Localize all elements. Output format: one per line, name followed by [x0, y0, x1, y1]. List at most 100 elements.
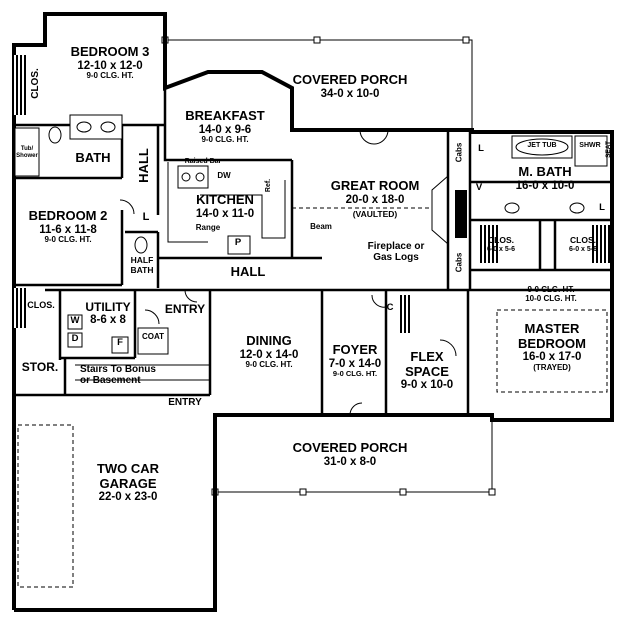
- linen-hall-label: L: [142, 211, 150, 223]
- master-line1: MASTER: [524, 321, 580, 336]
- fireplace-line2: Gas Logs: [373, 252, 419, 264]
- coat-closet-c-label: C: [386, 302, 394, 313]
- linen-mbath-l2-label: L: [599, 202, 605, 213]
- bedroom2-dims: 11-6 x 11-8: [39, 223, 97, 236]
- master-clg-label: 9-0 CLG. HT. 10-0 CLG. HT.: [495, 285, 607, 304]
- dining-label: DINING 12-0 x 14-0 9-0 CLG. HT.: [222, 333, 316, 370]
- utility-name: UTILITY: [85, 300, 131, 314]
- jet-tub-label: JET TUB: [527, 142, 557, 149]
- kitchen-dims: 14-0 x 11-0: [195, 207, 255, 220]
- master-label: MASTER BEDROOM 16-0 x 17-0 (TRAYED): [497, 321, 607, 373]
- great-room-name: GREAT ROOM: [330, 178, 420, 193]
- great-room-note: (VAULTED): [352, 209, 398, 220]
- breakfast-dims: 14-0 x 9-6: [198, 123, 252, 136]
- half-bath-line1: HALF: [130, 255, 154, 265]
- m-bath-name: M. BATH: [518, 164, 572, 179]
- half-bath-line2: BATH: [130, 264, 154, 275]
- clos-m2-label: CLOS. 6-0 x 5-6: [558, 235, 608, 253]
- stairs-label: Stairs To Bonus or Basement: [80, 364, 200, 386]
- dining-clg: 9-0 CLG. HT.: [245, 360, 293, 370]
- exterior-walls: [12, 12, 614, 612]
- seat-label: SEAT: [604, 141, 612, 158]
- flex-dims: 9-0 x 10-0: [400, 379, 454, 392]
- clos-m2-a: CLOS.: [570, 235, 596, 245]
- coat-label: COAT: [141, 332, 165, 341]
- bath-label: BATH: [68, 150, 118, 166]
- great-room-label: GREAT ROOM 20-0 x 18-0 (VAULTED): [310, 178, 440, 220]
- clos-bed3-label: CLOS.: [29, 68, 41, 99]
- clos-m1-a: CLOS.: [488, 235, 514, 245]
- fireplace-line1: Fireplace or: [367, 241, 425, 252]
- pantry-label: P: [234, 237, 242, 248]
- garage-label: TWO CAR GARAGE 22-0 x 23-0: [78, 461, 178, 504]
- hall-main-label: HALL: [230, 264, 266, 279]
- half-bath-label: HALF BATH: [126, 255, 158, 275]
- rear-porch-label: COVERED PORCH 34-0 x 10-0: [290, 72, 410, 100]
- clos-m1-label: CLOS. 6-0 x 5-6: [476, 235, 526, 253]
- clos-m1-b: 6-0 x 5-6: [486, 245, 516, 253]
- entry-bottom-label: ENTRY: [168, 397, 202, 408]
- stor-name: STOR.: [21, 360, 59, 374]
- clos-m2-b: 6-0 x 5-6: [568, 245, 598, 253]
- bedroom2-name: BEDROOM 2: [28, 208, 108, 223]
- garage-line2: GARAGE: [99, 475, 157, 491]
- entry-top-label: ENTRY: [164, 302, 206, 316]
- utility-dims: 8-6 x 8: [90, 314, 126, 327]
- clos-bed2-label: CLOS.: [27, 300, 55, 310]
- dw-label: DW: [217, 171, 231, 180]
- m-bath-dims: 16-0 x 10-0: [515, 179, 575, 192]
- linen-mbath-l-label: L: [478, 143, 484, 154]
- foyer-name: FOYER: [332, 342, 378, 357]
- master-clg1: 9-0 CLG. HT.: [527, 285, 575, 294]
- tub-shower-label: Tub/ Shower: [15, 146, 39, 159]
- master-line2: BEDROOM: [518, 335, 586, 351]
- bedroom3-dims: 12-10 x 12-0: [77, 59, 143, 72]
- bedroom2-clg: 9-0 CLG. HT.: [44, 235, 92, 245]
- washer-label: W: [70, 315, 80, 326]
- ref-label: Ref.: [265, 178, 273, 193]
- flex-label: FLEX SPACE 9-0 x 10-0: [392, 349, 462, 392]
- linen-mbath-v-label: V: [475, 182, 483, 193]
- cabs-top-label: Cabs: [454, 142, 464, 163]
- breakfast-clg: 9-0 CLG. HT.: [201, 135, 249, 145]
- cabs-bottom-label: Cabs: [454, 252, 464, 273]
- rear-porch-dims: 34-0 x 10-0: [320, 87, 380, 100]
- closet-hatching: [14, 55, 610, 333]
- foyer-dims: 7-0 x 14-0: [328, 357, 382, 370]
- master-dims: 16-0 x 17-0: [522, 351, 582, 364]
- great-room-dims: 20-0 x 18-0: [345, 193, 405, 206]
- stairs-line2: or Basement: [80, 375, 141, 387]
- garage-line1: TWO CAR: [96, 461, 160, 476]
- bedroom3-name: BEDROOM 3: [70, 44, 150, 59]
- bedroom3-clg: 9-0 CLG. HT.: [86, 71, 134, 81]
- raised-bar-label: Raised Bar: [184, 158, 222, 165]
- beam-label: Beam: [310, 222, 332, 231]
- breakfast-name: BREAKFAST: [185, 108, 265, 123]
- bedroom3-label: BEDROOM 3 12-10 x 12-0 9-0 CLG. HT.: [55, 44, 165, 81]
- dining-name: DINING: [246, 333, 292, 348]
- front-porch-name: COVERED PORCH: [292, 440, 408, 455]
- dryer-label: D: [71, 333, 79, 344]
- kitchen-name: KITCHEN: [196, 192, 254, 207]
- range-label: Range: [195, 223, 221, 232]
- hall-vertical-label: HALL: [135, 148, 151, 183]
- bedroom2-label: BEDROOM 2 11-6 x 11-8 9-0 CLG. HT.: [18, 208, 118, 245]
- dining-dims: 12-0 x 14-0: [239, 348, 299, 361]
- front-porch-label: COVERED PORCH 31-0 x 8-0: [285, 440, 415, 468]
- stor-label: STOR.: [18, 360, 62, 374]
- rear-porch-name: COVERED PORCH: [292, 72, 408, 87]
- bath-name: BATH: [75, 150, 111, 165]
- front-porch-dims: 31-0 x 8-0: [323, 455, 377, 468]
- tray-ceiling-outline: [496, 309, 608, 393]
- interior-walls: [14, 88, 612, 415]
- master-note: (TRAYED): [533, 362, 571, 372]
- flex-line1: FLEX: [410, 349, 444, 364]
- kitchen-label: KITCHEN 14-0 x 11-0: [180, 192, 270, 220]
- foyer-label: FOYER 7-0 x 14-0 9-0 CLG. HT.: [324, 342, 386, 379]
- fireplace-label: Fireplace or Gas Logs: [356, 241, 436, 263]
- fixtures: [14, 114, 608, 381]
- tub-shower-line1: Tub/: [20, 146, 34, 152]
- utility-label: UTILITY 8-6 x 8: [82, 300, 134, 327]
